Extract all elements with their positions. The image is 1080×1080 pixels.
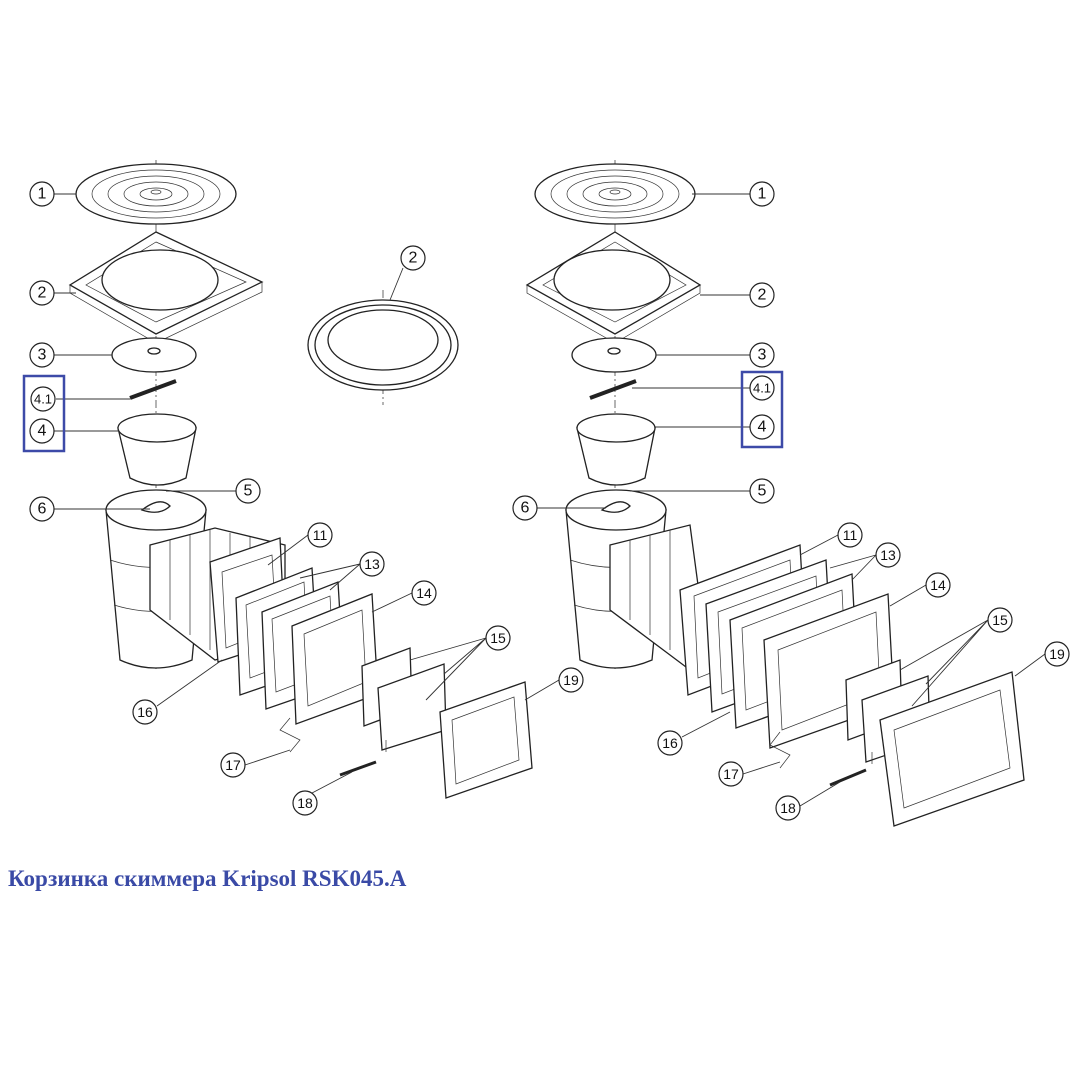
plate-part-3 [571,337,657,373]
center-callout-2: 2 [400,245,426,271]
svg-text:15: 15 [490,630,506,646]
svg-text:17: 17 [723,766,739,782]
svg-text:11: 11 [313,527,328,543]
svg-text:18: 18 [297,795,313,811]
callout-4: 4 [749,414,775,440]
callout-6: 6 [29,496,55,522]
svg-text:1: 1 [38,186,47,203]
callout-17: 17 [220,752,246,778]
svg-text:16: 16 [662,735,678,751]
faceplate-part-19 [439,681,533,799]
svg-text:14: 14 [416,585,432,601]
svg-text:2: 2 [758,287,767,304]
pin-part-18 [829,768,867,787]
highlight-box-left [22,374,66,453]
callout-18: 18 [292,790,318,816]
svg-text:13: 13 [364,556,380,572]
callout-19: 19 [558,667,584,693]
handle-part-4-1 [589,379,637,400]
callout-13: 13 [359,551,385,577]
plate-part-3 [111,337,197,373]
callout-1: 1 [749,181,775,207]
svg-text:6: 6 [38,501,47,518]
center-collar-part-2 [307,267,459,405]
svg-text:13: 13 [880,547,896,563]
callout-11: 11 [837,522,863,548]
svg-text:4.1: 4.1 [753,381,771,396]
svg-text:2: 2 [38,285,47,302]
callout-4-1: 4.1 [30,386,56,412]
basket-part-4 [117,413,197,486]
lid-part-1 [534,163,696,225]
callout-3: 3 [749,342,775,368]
callout-18: 18 [775,795,801,821]
callout-11: 11 [307,522,333,548]
faceplate-part-19 [879,671,1025,827]
callout-15: 15 [987,607,1013,633]
callout-3: 3 [29,342,55,368]
callout-5: 5 [749,478,775,504]
callout-5: 5 [235,478,261,504]
svg-text:1: 1 [758,186,767,203]
svg-text:18: 18 [780,800,796,816]
callout-1: 1 [29,181,55,207]
svg-text:3: 3 [758,347,767,364]
collar-part-2 [68,231,264,344]
callout-15: 15 [485,625,511,651]
highlight-box-right [740,370,784,449]
svg-text:2: 2 [409,250,418,267]
svg-text:19: 19 [563,672,579,688]
callout-16: 16 [132,699,158,725]
svg-text:6: 6 [521,500,530,517]
svg-text:11: 11 [843,527,858,543]
callout-6: 6 [512,495,538,521]
callout-16: 16 [657,730,683,756]
callout-17: 17 [718,761,744,787]
svg-text:5: 5 [244,483,253,500]
callout-4-1: 4.1 [749,375,775,401]
callout-4: 4 [29,418,55,444]
left-callouts: 1 2 3 4.1 4 6 5 11 13 14 15 19 16 17 18 [29,181,584,816]
basket-part-4 [576,413,656,486]
svg-text:4: 4 [758,419,767,436]
left-assembly [54,160,560,804]
svg-text:5: 5 [758,483,767,500]
callout-2: 2 [29,280,55,306]
caption: Корзинка скиммера Kripsol RSK045.A [8,866,407,891]
handle-part-4-1 [129,379,177,400]
svg-text:17: 17 [225,757,241,773]
callout-2: 2 [749,282,775,308]
collar-part-2 [525,231,702,344]
callout-19: 19 [1044,641,1070,667]
lid-part-1 [75,163,237,225]
flap-part-15 [361,647,447,752]
svg-text:16: 16 [137,704,153,720]
callout-14: 14 [925,572,951,598]
svg-text:14: 14 [930,577,946,593]
svg-text:4.1: 4.1 [34,392,52,407]
svg-text:15: 15 [992,612,1008,628]
svg-text:4: 4 [38,423,47,440]
svg-text:19: 19 [1049,646,1065,662]
callout-14: 14 [411,580,437,606]
svg-text:3: 3 [38,347,47,364]
callout-13: 13 [875,542,901,568]
right-callouts: 1 2 3 4.1 4 5 6 11 13 14 15 19 16 17 18 [512,181,1070,821]
pin-part-18 [339,760,377,777]
right-assembly [525,160,1046,827]
